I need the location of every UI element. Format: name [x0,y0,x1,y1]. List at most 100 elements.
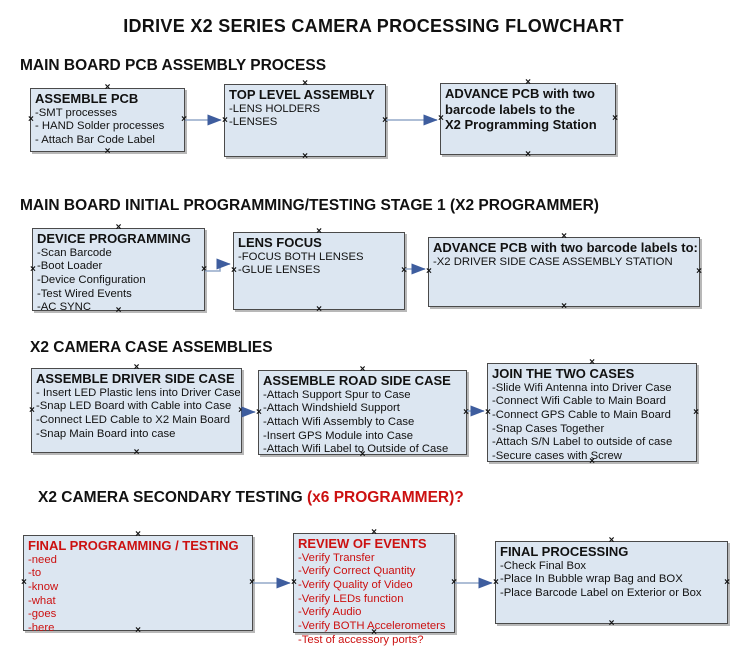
box-title: LENS FOCUS [238,235,322,250]
box-line: X2 Programming Station [445,117,597,133]
section-heading-initial-programming: MAIN BOARD INITIAL PROGRAMMING/TESTING S… [20,197,599,215]
box-line: -here [28,621,55,634]
box-line: -Attach S/N Label to outside of case [492,436,673,449]
connector-arrow-device-programming-to-lens-focus [205,258,231,272]
anchor-mark: × [135,529,141,540]
anchor-mark: × [485,406,491,418]
box-line: -LENSES [229,116,278,129]
box-line: - Attach Bar Code Label [35,133,155,146]
section-heading-text: X2 CAMERA SECONDARY TESTING [38,489,307,506]
box-line: -Insert GPS Module into Case [263,429,414,442]
box-line: -Verify BOTH Accelerometers [298,619,446,632]
anchor-mark: × [133,447,140,458]
anchor-mark: × [135,625,141,636]
box-line: -know [28,580,59,593]
box-title: ASSEMBLE PCB [35,91,139,106]
box-line: -FOCUS BOTH LENSES [238,250,364,263]
section-heading-text: X2 CAMERA CASE ASSEMBLIES [30,339,273,356]
box-line: -Boot Loader [37,260,103,273]
box-line: -Test Wired Events [37,287,132,300]
anchor-mark: × [21,577,27,588]
anchor-mark: × [181,114,187,125]
box-line: -Connect LED Cable to X2 Main Board [36,413,231,426]
flow-box-assemble-pcb: ASSEMBLE PCB-SMT processes- HAND Solder … [28,82,187,157]
anchor-mark: × [29,404,35,416]
anchor-mark: × [359,364,366,375]
anchor-mark: × [316,304,322,315]
box-line: -Verify LEDs function [298,592,404,605]
anchor-mark: × [561,231,567,242]
anchor-mark: × [493,576,499,588]
anchor-mark: × [115,222,122,233]
box-line: -Connect Wifi Cable to Main Board [492,395,666,408]
section-heading-secondary-testing: X2 CAMERA SECONDARY TESTING (x6 PROGRAMM… [38,489,464,507]
flow-box-advance-pcb-driver-side: ADVANCE PCB with two barcode labels to:-… [426,231,702,312]
box-line: -Place In Bubble wrap Bag and BOX [500,573,683,586]
anchor-mark: × [302,78,308,89]
box-title: ADVANCE PCB with two barcode labels to: [433,240,698,255]
box-title: FINAL PROGRAMMING / TESTING [28,538,239,553]
box-line: -Secure cases with Screw [492,449,622,462]
box-title: TOP LEVEL ASSEMBLY [229,87,375,102]
box-title: ASSEMBLE DRIVER SIDE CASE [36,371,235,386]
section-heading-case-assemblies: X2 CAMERA CASE ASSEMBLIES [30,339,273,357]
anchor-mark: × [525,77,531,88]
anchor-mark: × [561,301,567,312]
anchor-mark: × [316,226,322,237]
box-title: ADVANCE PCB with two [445,86,595,101]
box-line: -to [28,567,42,580]
anchor-mark: × [696,266,702,277]
box-line: -Verify Quality of Video [298,578,413,591]
box-line: -Attach Wifi Label to Outside of Case [263,443,449,456]
anchor-mark: × [693,406,699,418]
box-line: -Place Barcode Label on Exterior or Box [500,586,702,599]
box-title: DEVICE PROGRAMMING [37,231,191,246]
anchor-mark: × [104,146,111,157]
box-line: -goes [28,608,57,621]
anchor-mark: × [238,404,244,416]
box-title: JOIN THE TWO CASES [492,366,635,381]
anchor-mark: × [589,357,595,368]
anchor-mark: × [608,618,615,629]
section-heading-suffix: (x6 PROGRAMMER)? [307,489,464,506]
anchor-mark: × [28,114,34,125]
anchor-mark: × [222,114,228,126]
box-line: -Snap Cases Together [492,422,605,435]
anchor-mark: × [371,627,377,638]
flow-box-lens-focus: LENS FOCUS-FOCUS BOTH LENSES-GLUE LENSES… [231,226,407,315]
section-heading-text: MAIN BOARD PCB ASSEMBLY PROCESS [20,57,327,74]
flow-box-review-of-events: REVIEW OF EVENTS-Verify Transfer-Verify … [291,527,457,646]
anchor-mark: × [612,113,618,124]
box-line: -Test of accessory ports? [298,633,424,646]
flow-box-assemble-driver-side-case: ASSEMBLE DRIVER SIDE CASE- Insert LED Pl… [29,362,244,458]
anchor-mark: × [525,149,531,160]
anchor-mark: × [401,265,407,276]
box-title: FINAL PROCESSING [500,544,629,559]
anchor-mark: × [463,406,469,418]
anchor-mark: × [438,113,444,124]
box-line: -Verify Audio [298,606,362,619]
anchor-mark: × [589,456,595,467]
anchor-mark: × [451,577,457,588]
section-heading-text: MAIN BOARD INITIAL PROGRAMMING/TESTING S… [20,197,599,214]
flow-box-join-the-two-cases: JOIN THE TWO CASES-Slide Wifi Antenna in… [485,357,699,467]
box-line: -GLUE LENSES [238,264,321,277]
anchor-mark: × [133,362,140,373]
anchor-mark: × [724,576,730,588]
anchor-mark: × [256,406,262,418]
box-line: -Connect GPS Cable to Main Board [492,408,671,421]
box-line: -Attach Wifi Assembly to Case [263,415,415,428]
flow-box-final-processing: FINAL PROCESSING -Check Final Box-Place … [493,536,730,629]
flow-box-assemble-road-side-case: ASSEMBLE ROAD SIDE CASE-Attach Support S… [256,364,469,460]
box-line: -LENS HOLDERS [229,102,321,115]
anchor-mark: × [104,82,111,93]
box-line: barcode labels to the [445,101,576,117]
anchor-mark: × [201,263,207,275]
anchor-mark: × [371,527,377,538]
box-line: -Check Final Box [500,559,587,572]
anchor-mark: × [382,114,388,126]
box-line: -Scan Barcode [37,246,112,259]
box-line: -Device Configuration [37,273,146,286]
flow-box-final-programming-testing: FINAL PROGRAMMING / TESTING-need-to-know… [21,529,255,636]
